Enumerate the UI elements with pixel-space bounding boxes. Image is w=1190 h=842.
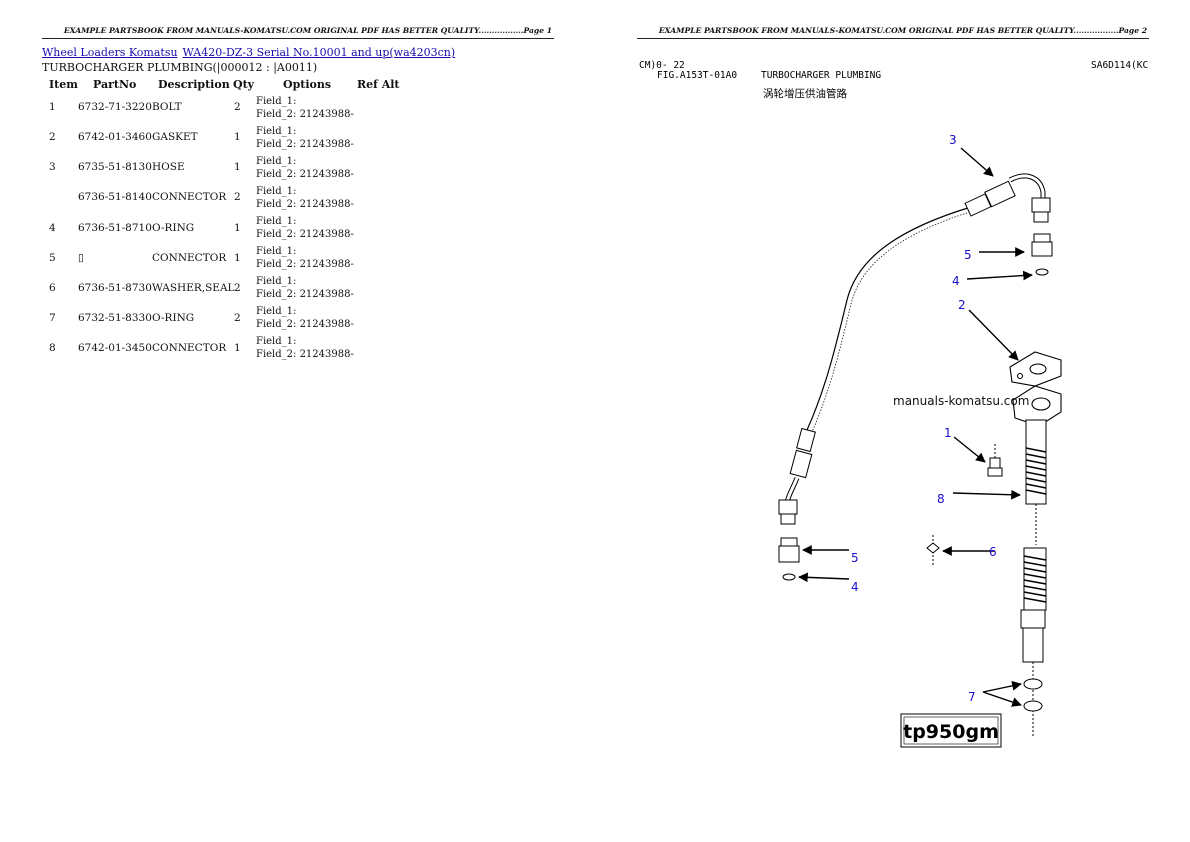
page-banner: EXAMPLE PARTSBOOK FROM MANUALS-KOMATSU.C… [637, 26, 1149, 39]
cell-field2: Field_2: 21243988- [256, 229, 354, 240]
breadcrumb: Wheel Loaders Komatsu WA420-DZ-3 Serial N… [42, 46, 455, 59]
cell-item: 2 [49, 131, 56, 143]
cell-qty: 1 [234, 252, 241, 264]
cell-partno: 6736-51-8710 [78, 222, 152, 234]
cell-description: GASKET [152, 131, 198, 143]
col-header-ref-alt: Ref Alt [357, 78, 400, 91]
cell-field2: Field_2: 21243988- [256, 349, 354, 360]
cell-qty: 2 [234, 101, 241, 113]
cell-field1: Field_1: [256, 156, 297, 167]
cell-item: 3 [49, 161, 56, 173]
cell-description: O-RING [152, 312, 195, 324]
callout-6: 6 [989, 545, 997, 559]
col-header-options: Options [283, 78, 332, 91]
cell-field2: Field_2: 21243988- [256, 169, 354, 180]
cell-field2: Field_2: 21243988- [256, 109, 354, 120]
callout-8: 8 [937, 492, 945, 506]
figure-number: FIG.A153T-01A0 [657, 70, 737, 81]
drawing-stamp: tp950gm [900, 713, 1002, 748]
washer-seal [926, 535, 940, 565]
parts-list-page: EXAMPLE PARTSBOOK FROM MANUALS-KOMATSU.C… [42, 26, 554, 360]
cell-field1: Field_1: [256, 216, 297, 227]
cell-partno: 6742-01-3450 [78, 342, 152, 354]
callout-7: 7 [968, 690, 976, 704]
cell-item: 5 [49, 252, 56, 264]
callout-5-upper: 5 [964, 248, 972, 262]
cell-field1: Field_1: [256, 126, 297, 137]
breadcrumb-link-category[interactable]: Wheel Loaders Komatsu [42, 46, 178, 59]
connector-lower [778, 537, 800, 581]
cell-qty: 1 [234, 342, 241, 354]
cell-item: 1 [49, 101, 56, 113]
cell-field2: Field_2: 21243988- [256, 139, 354, 150]
connector-tube-upper [1025, 419, 1047, 545]
callout-2: 2 [958, 298, 966, 312]
cell-field2: Field_2: 21243988- [256, 199, 354, 210]
connector-tube-lower [1020, 547, 1047, 736]
cell-item: 6 [49, 282, 56, 294]
connector-upper [1031, 233, 1053, 276]
figure-title-chinese: 涡轮增压供油管路 [763, 87, 847, 100]
watermark-text: manuals-komatsu.com [893, 394, 1029, 408]
stamp-text: tp950gm [903, 721, 999, 743]
cell-description: CONNECTOR [152, 191, 227, 203]
cell-qty: 1 [234, 131, 241, 143]
diagram-page: EXAMPLE PARTSBOOK FROM MANUALS-KOMATSU.C… [595, 0, 1190, 842]
cell-field1: Field_1: [256, 336, 297, 347]
callout-5-lower: 5 [851, 551, 859, 565]
cell-partno: 6736-51-8140 [78, 191, 152, 203]
cell-field1: Field_1: [256, 96, 297, 107]
page-banner: EXAMPLE PARTSBOOK FROM MANUALS-KOMATSU.C… [42, 26, 554, 39]
cell-description: CONNECTOR [152, 252, 227, 264]
cell-field1: Field_1: [256, 306, 297, 317]
cell-partno: 6736-51-8730 [78, 282, 152, 294]
section-title: TURBOCHARGER PLUMBING(|000012 : |A0011) [42, 61, 318, 74]
cell-qty: 1 [234, 222, 241, 234]
cell-description: WASHER,SEAL [152, 282, 235, 294]
callout-3: 3 [949, 133, 957, 147]
cell-qty: 2 [234, 312, 241, 324]
cell-partno: 6742-01-3460 [78, 131, 152, 143]
callout-arrows [798, 147, 1033, 707]
cell-partno: 6735-51-8130 [78, 161, 152, 173]
callout-4-upper: 4 [952, 274, 960, 288]
cell-description: HOSE [152, 161, 185, 173]
exploded-parts-diagram: CM)0- 22 SA6D114(KC FIG.A153T-01A0 TURBO… [639, 60, 1148, 748]
cell-partno: ▯ [78, 252, 84, 264]
cell-field1: Field_1: [256, 276, 297, 287]
callout-1: 1 [944, 426, 952, 440]
cell-qty: 1 [234, 161, 241, 173]
col-header-description: Description [158, 78, 230, 91]
cell-description: CONNECTOR [152, 342, 227, 354]
figure-title: TURBOCHARGER PLUMBING [761, 70, 881, 81]
drawing-code-left: CM)0- 22 [639, 60, 685, 71]
callout-4-lower: 4 [851, 580, 859, 594]
bolt [987, 444, 1003, 477]
cell-field2: Field_2: 21243988- [256, 259, 354, 270]
gasket-and-flange [1009, 351, 1062, 427]
cell-field1: Field_1: [256, 246, 297, 257]
col-header-qty: Qty [233, 78, 255, 91]
cell-description: O-RING [152, 222, 195, 234]
hose-assembly [778, 173, 1051, 525]
col-header-item: Item [49, 78, 78, 91]
cell-field2: Field_2: 21243988- [256, 289, 354, 300]
breadcrumb-link-model[interactable]: WA420-DZ-3 Serial No.10001 and up(wa4203… [182, 46, 456, 59]
cell-qty: 2 [234, 282, 241, 294]
col-header-partno: PartNo [93, 78, 137, 91]
drawing-code-right: SA6D114(KC [1091, 60, 1148, 71]
cell-field2: Field_2: 21243988- [256, 319, 354, 330]
cell-qty: 2 [234, 191, 241, 203]
cell-description: BOLT [152, 101, 182, 113]
cell-item: 7 [49, 312, 56, 324]
cell-field1: Field_1: [256, 186, 297, 197]
cell-item: 8 [49, 342, 56, 354]
cell-item: 4 [49, 222, 56, 234]
cell-partno: 6732-51-8330 [78, 312, 152, 324]
cell-partno: 6732-71-3220 [78, 101, 152, 113]
